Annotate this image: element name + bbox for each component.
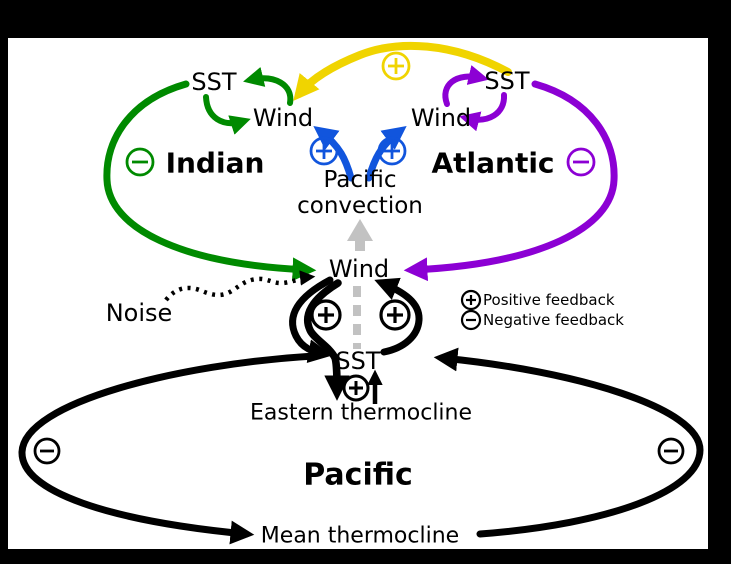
positive-feedback-icon [309, 136, 339, 166]
pacific-wind-to-sst-arrow [289, 276, 334, 363]
indian-wind-label: Wind [253, 104, 313, 132]
indian-wind-to-sst-arrow [243, 66, 294, 106]
pacific-convection-label-line1: Pacific [323, 167, 396, 193]
indian-sst-label: SST [191, 68, 236, 96]
negative-feedback-icon [125, 147, 155, 177]
atlantic-loop-to-pacific-wind-arrow [403, 80, 618, 282]
indian-loop-to-pacific-wind-arrow [103, 80, 317, 282]
pacific-convection-label-line2: convection [297, 193, 423, 219]
negative-feedback-icon [657, 437, 685, 465]
eastern-thermocline-label: Eastern thermocline [250, 401, 472, 426]
legend-negative-label: Negative feedback [483, 311, 624, 329]
mean-thermocline-label: Mean thermocline [261, 524, 459, 549]
positive-feedback-icon [381, 51, 411, 81]
atlantic-wind-to-sst-arrow [442, 65, 489, 107]
negative-feedback-icon [460, 309, 482, 331]
mean-thermocline-to-pacific-sst-arc [433, 347, 704, 538]
positive-feedback-icon [377, 136, 407, 166]
atlantic-basin-label: Atlantic [431, 147, 554, 180]
atlantic-wind-label: Wind [411, 104, 471, 132]
indian-sst-to-wind-arrow [203, 94, 251, 135]
pacific-sst-to-mean-thermocline-arc [18, 352, 318, 545]
legend-positive-label: Positive feedback [483, 291, 615, 309]
negative-feedback-icon [33, 437, 61, 465]
pacific-sst-to-wind-arrow [374, 277, 423, 356]
legend: Positive feedback Negative feedback [460, 289, 624, 331]
wind-to-convection-gray-arrow [347, 219, 373, 251]
positive-feedback-icon [342, 374, 370, 402]
noise-label: Noise [106, 299, 173, 327]
atlantic-sst-to-indian-wind-arrow [293, 41, 512, 101]
pacific-sst-label: SST [335, 347, 380, 375]
positive-feedback-icon [379, 299, 411, 331]
negative-feedback-icon [566, 147, 596, 177]
convection-to-indian-wind-arrow [313, 125, 355, 182]
pacific-basin-label: Pacific [303, 458, 413, 493]
positive-feedback-icon [310, 299, 342, 331]
indian-basin-label: Indian [166, 147, 265, 180]
noise-to-pacific-wind-dotted-arrow [164, 270, 316, 302]
atlantic-sst-to-wind-arrow [459, 92, 507, 132]
positive-feedback-icon [460, 289, 482, 311]
pacific-sst-to-eastern-thermocline-arrow [303, 279, 350, 401]
pacific-wind-label: Wind [329, 255, 389, 283]
atlantic-sst-label: SST [484, 67, 529, 95]
